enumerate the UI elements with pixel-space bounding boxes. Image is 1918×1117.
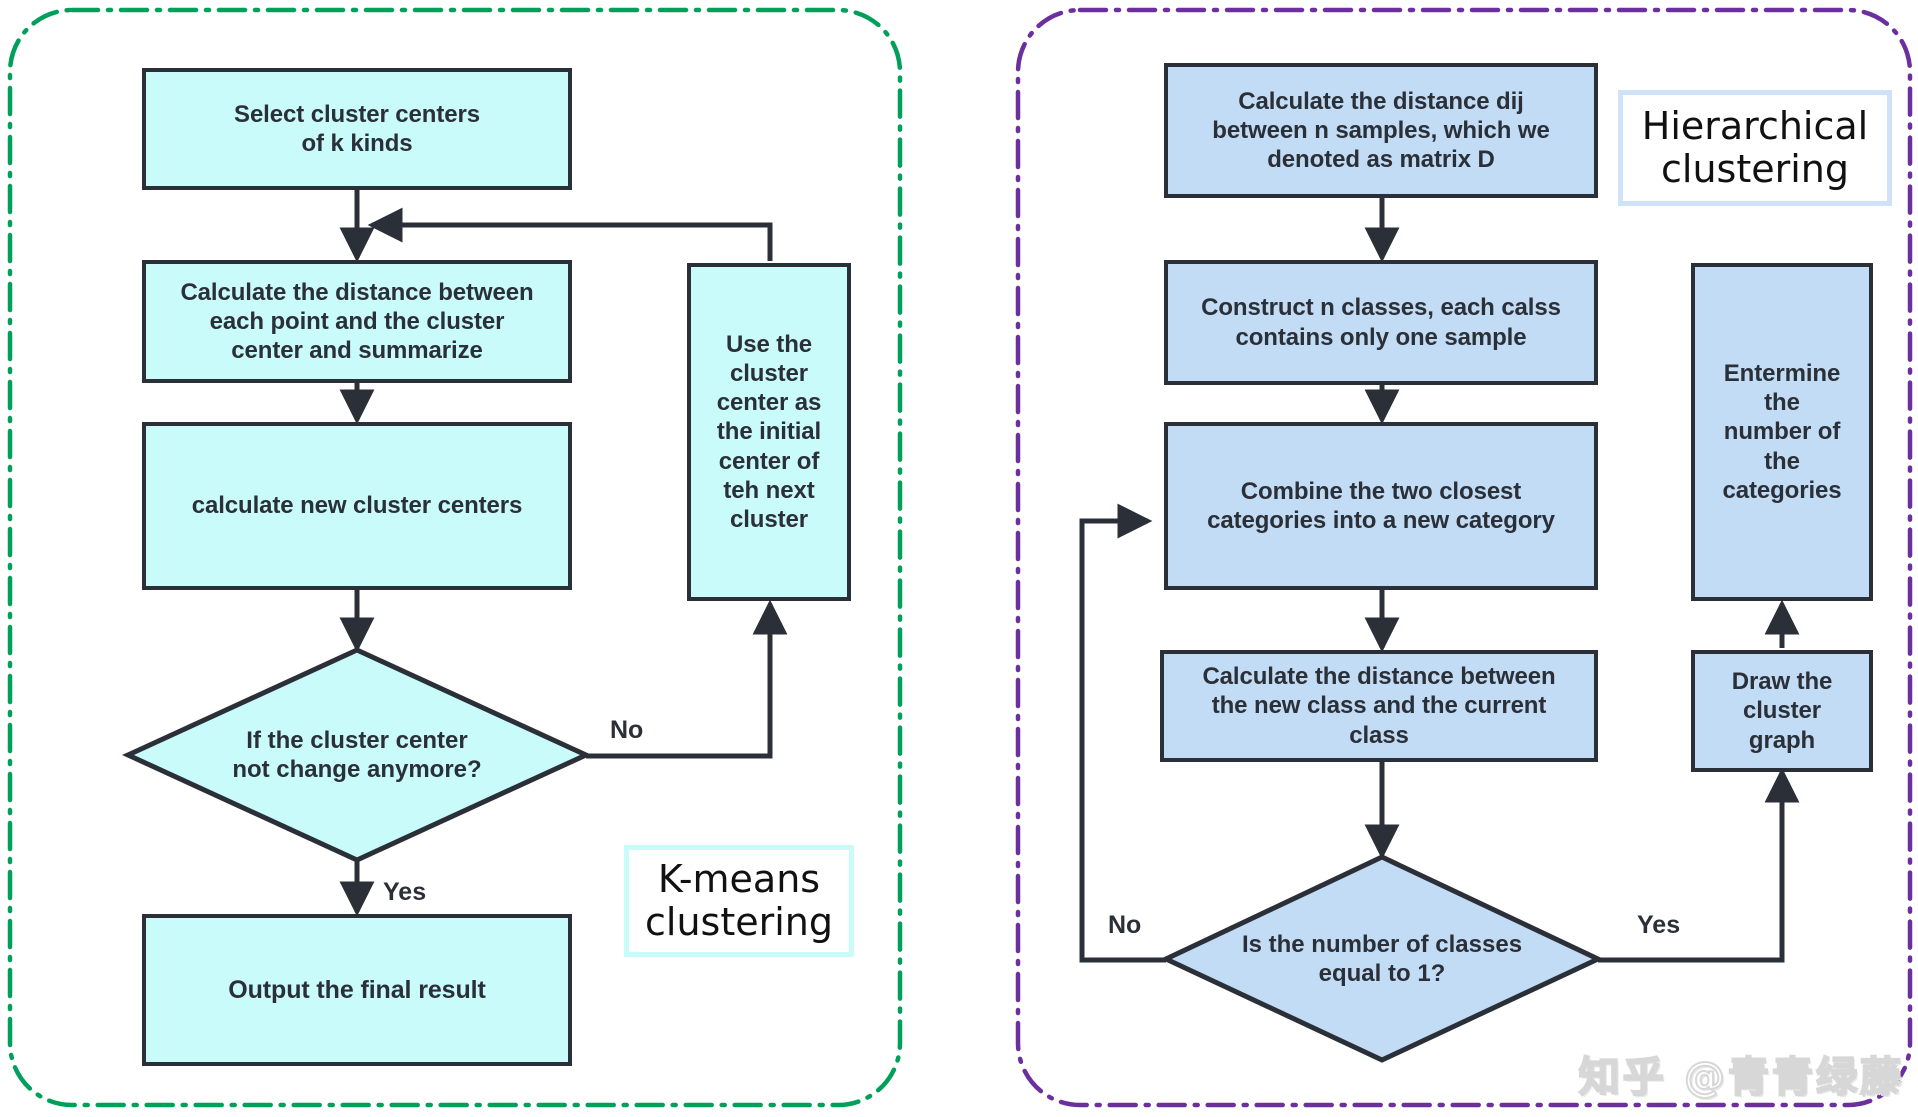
node-combine-closest-categories-label: Combine the two closest categories into … bbox=[1207, 477, 1555, 534]
edge-decision-yes-to-drawgraph bbox=[1598, 767, 1800, 963]
node-calculate-new-centers[interactable]: calculate new cluster centers bbox=[142, 422, 572, 590]
kmeans-edge-label-no: No bbox=[610, 716, 643, 745]
node-construct-n-classes-label: Construct n classes, each calss contains… bbox=[1201, 294, 1561, 351]
node-select-cluster-centers-label: Select cluster centers of k kinds bbox=[234, 100, 480, 157]
node-calculate-dij-label: Calculate the distance dij between n sam… bbox=[1212, 87, 1550, 174]
node-output-final-result[interactable]: Output the final result bbox=[142, 914, 572, 1066]
node-calculate-distance-label: Calculate the distance between each poin… bbox=[180, 278, 534, 365]
node-use-cluster-center-label: Use the cluster center as the initial ce… bbox=[716, 330, 822, 534]
node-calculate-distance[interactable]: Calculate the distance between each poin… bbox=[142, 260, 572, 383]
node-calculate-new-class-distance[interactable]: Calculate the distance between the new c… bbox=[1160, 650, 1598, 762]
node-output-final-result-label: Output the final result bbox=[228, 975, 486, 1004]
node-calculate-new-class-distance-label: Calculate the distance between the new c… bbox=[1202, 663, 1556, 749]
node-calculate-new-centers-label: calculate new cluster centers bbox=[191, 492, 523, 520]
decision-cluster-center-stable[interactable]: If the cluster center not change anymore… bbox=[128, 650, 586, 860]
hierarchical-decision-diamond bbox=[1160, 854, 1604, 1063]
decision-classes-equal-one-label: Is the number of classes equal to 1? bbox=[1241, 930, 1523, 987]
kmeans-edge-label-yes: Yes bbox=[383, 878, 426, 907]
watermark-text: 知乎 @青青绿藤 bbox=[1578, 1052, 1904, 1102]
node-combine-closest-categories[interactable]: Combine the two closest categories into … bbox=[1164, 422, 1598, 590]
node-determine-number-of-categories-label: Entermine the number of the categories bbox=[1722, 359, 1842, 504]
hierarchical-panel-border bbox=[1015, 7, 1913, 1108]
kmeans-panel-title-line2: clustering bbox=[645, 900, 833, 944]
hierarchical-panel-title-line2: clustering bbox=[1661, 147, 1849, 191]
kmeans-decision-diamond bbox=[122, 647, 592, 863]
kmeans-panel-title: K-means clustering bbox=[624, 845, 854, 957]
node-draw-cluster-graph[interactable]: Draw the cluster graph bbox=[1691, 650, 1873, 772]
hierarchical-edge-label-no: No bbox=[1108, 911, 1141, 940]
node-use-cluster-center[interactable]: Use the cluster center as the initial ce… bbox=[687, 263, 851, 601]
node-draw-cluster-graph-label: Draw the cluster graph bbox=[1731, 668, 1833, 754]
kmeans-yes-text: Yes bbox=[383, 878, 427, 906]
node-select-cluster-centers[interactable]: Select cluster centers of k kinds bbox=[142, 68, 572, 190]
hierarchical-panel-title-line1: Hierarchical bbox=[1641, 104, 1869, 149]
decision-cluster-center-stable-label: If the cluster center not change anymore… bbox=[232, 726, 482, 783]
watermark: 知乎 @青青绿藤 bbox=[1578, 1043, 1904, 1103]
edge-decision-no-to-combine bbox=[1079, 503, 1166, 963]
kmeans-panel-border bbox=[7, 7, 903, 1108]
kmeans-no-text: No bbox=[610, 716, 644, 744]
hierarchical-panel-title: Hierarchical clustering bbox=[1618, 90, 1892, 206]
edge-decision-no-to-usecenter bbox=[586, 599, 788, 759]
decision-classes-equal-one[interactable]: Is the number of classes equal to 1? bbox=[1166, 857, 1598, 1061]
hierarchical-no-text: No bbox=[1108, 911, 1142, 939]
kmeans-panel-title-line1: K-means bbox=[657, 857, 821, 902]
edge-usecenter-to-trunk bbox=[367, 207, 773, 261]
node-construct-n-classes[interactable]: Construct n classes, each calss contains… bbox=[1164, 260, 1598, 385]
hierarchical-edge-label-yes: Yes bbox=[1637, 911, 1680, 940]
hierarchical-yes-text: Yes bbox=[1637, 911, 1681, 939]
node-determine-number-of-categories[interactable]: Entermine the number of the categories bbox=[1691, 263, 1873, 601]
node-calculate-dij[interactable]: Calculate the distance dij between n sam… bbox=[1164, 63, 1598, 198]
